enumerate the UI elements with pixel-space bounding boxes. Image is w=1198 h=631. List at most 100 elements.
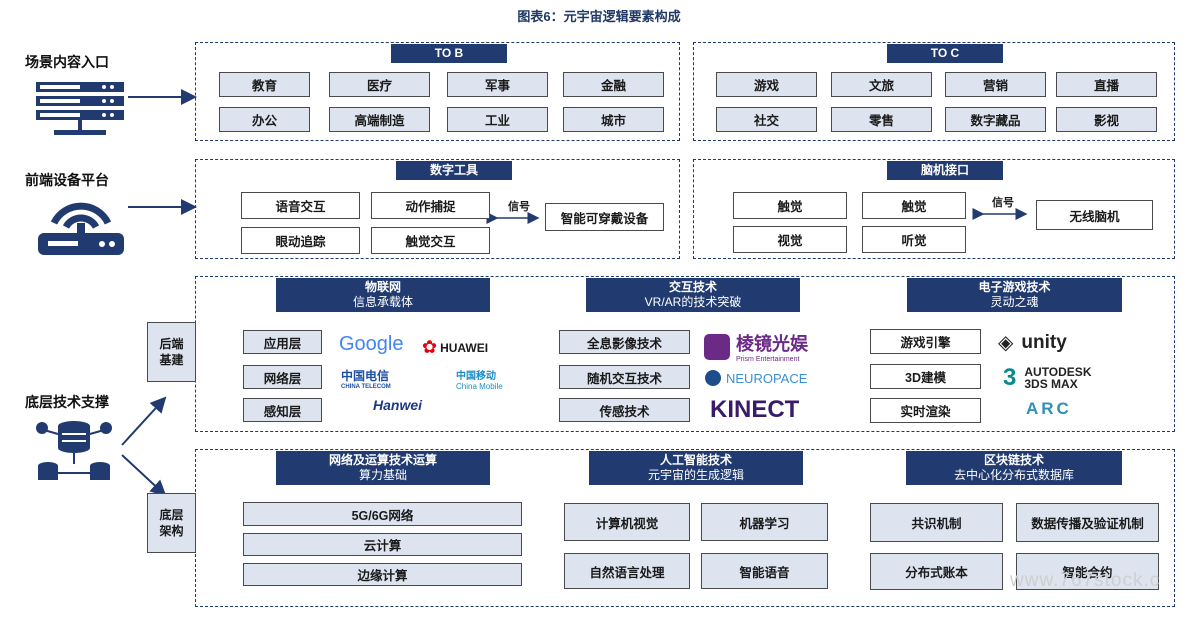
bci-item: 视觉 [733, 226, 847, 253]
telecom-cn: 中国电信 [341, 369, 390, 383]
side-text: 后端 [159, 337, 184, 351]
autodesk-line1: AUTODESK [1024, 365, 1092, 379]
interaction-item: 全息影像技术 [559, 330, 690, 354]
network-item: 边缘计算 [243, 563, 522, 586]
hanwei-wordmark: Hanwei [373, 397, 423, 413]
to-b-header: TO B [391, 44, 507, 63]
network-header: 网络及运算技术运算算力基础 [276, 451, 490, 485]
ai-item: 自然语言处理 [564, 553, 690, 589]
game-tech-item: 实时渲染 [870, 398, 981, 423]
game-tech-header: 电子游戏技术灵动之魂 [907, 278, 1122, 312]
ai-header: 人工智能技术元宇宙的生成逻辑 [589, 451, 803, 485]
to-c-item: 文旅 [831, 72, 932, 97]
iot-title: 物联网 [364, 280, 401, 294]
side-text: 基建 [159, 353, 184, 367]
digital-tool-item: 语音交互 [241, 192, 360, 219]
prism-en: Prism Entertainment [736, 356, 800, 363]
ai-item: 机器学习 [701, 503, 828, 541]
bci-header: 脑机接口 [887, 161, 1003, 180]
router-icon [38, 202, 124, 255]
google-wordmark: Google [339, 333, 404, 355]
kinect-logo: KINECT [710, 396, 799, 424]
digital-tools-header: 数字工具 [396, 161, 512, 180]
bci-item: 听觉 [862, 226, 966, 253]
scene-entry-label: 场景内容入口 [25, 54, 109, 70]
to-c-panel [693, 42, 1175, 141]
to-c-item: 营销 [945, 72, 1046, 97]
signal-label: 信号 [508, 201, 530, 213]
game-tech-subtitle: 灵动之魂 [990, 295, 1039, 309]
database-network-icon [36, 421, 112, 480]
bci-item: 触觉 [733, 192, 847, 219]
bci-item: 触觉 [862, 192, 966, 219]
to-c-item: 影视 [1056, 107, 1157, 132]
network-item: 云计算 [243, 533, 522, 556]
ai-item: 计算机视觉 [564, 503, 690, 541]
unity-logo: ◈unity [998, 331, 1067, 355]
interaction-subtitle: VR/AR的技术突破 [644, 295, 742, 309]
network-item: 5G/6G网络 [243, 502, 522, 526]
signal-label: 信号 [992, 197, 1014, 209]
blockchain-item: 分布式账本 [870, 553, 1003, 590]
google-logo: Google [339, 333, 404, 356]
interaction-title: 交互技术 [668, 280, 717, 294]
digital-tool-item: 触觉交互 [371, 227, 490, 254]
to-b-item: 城市 [563, 107, 664, 132]
page-title: 图表6：元宇宙逻辑要素构成 [517, 9, 681, 24]
backend-side-label: 后端基建 [147, 322, 196, 382]
huawei-logo: ✿HUAWEI [422, 337, 489, 357]
ai-item: 智能语音 [701, 553, 828, 589]
autodesk-line2: 3DS MAX [1024, 377, 1078, 391]
digital-tool-item: 眼动追踪 [241, 227, 360, 254]
neuropace-logo: NEUROPACE [705, 370, 807, 386]
network-title: 网络及运算技术运算 [328, 453, 437, 467]
unity-wordmark: unity [1021, 331, 1067, 353]
game-tech-item: 游戏引擎 [870, 329, 981, 354]
to-b-item: 高端制造 [329, 107, 430, 132]
china-mobile-logo: 中国移动 China Mobile [430, 367, 503, 391]
ai-subtitle: 元宇宙的生成逻辑 [647, 468, 744, 482]
to-c-item: 直播 [1056, 72, 1157, 97]
blockchain-title: 区块链技术 [983, 453, 1044, 467]
to-c-item: 社交 [716, 107, 817, 132]
to-b-item: 教育 [219, 72, 310, 97]
bci-panel [693, 159, 1175, 259]
watermark: www.767stock.c [1010, 570, 1161, 591]
to-c-item: 数字藏品 [945, 107, 1046, 132]
prism-cn: 棱镜光娱 [736, 334, 808, 354]
interaction-item: 传感技术 [559, 398, 690, 422]
huawei-wordmark: HUAWEI [440, 340, 489, 355]
blockchain-item: 共识机制 [870, 503, 1003, 542]
telecom-en: CHINA TELECOM [341, 384, 391, 390]
to-b-item: 军事 [447, 72, 548, 97]
side-text: 底层 [159, 508, 184, 522]
game-tech-item: 3D建模 [870, 364, 981, 389]
iot-layer: 网络层 [243, 365, 322, 389]
to-b-item: 金融 [563, 72, 664, 97]
to-c-item: 游戏 [716, 72, 817, 97]
ai-title: 人工智能技术 [659, 453, 732, 467]
tech-support-label: 底层技术支撑 [25, 394, 109, 410]
wireless-bci: 无线脑机 [1036, 200, 1153, 230]
autodesk-logo: 3 AUTODESK 3DS MAX [1003, 364, 1092, 391]
game-tech-title: 电子游戏技术 [978, 280, 1051, 294]
bottom-side-label: 底层架构 [147, 493, 196, 553]
wearable-device: 智能可穿戴设备 [545, 203, 664, 231]
network-subtitle: 算力基础 [358, 468, 407, 482]
to-b-panel [195, 42, 680, 141]
blockchain-subtitle: 去中心化分布式数据库 [953, 468, 1074, 482]
interaction-item: 随机交互技术 [559, 365, 690, 389]
neuropace-wordmark: NEUROPACE [726, 370, 808, 386]
iot-header: 物联网信息承载体 [276, 278, 490, 312]
to-c-header: TO C [887, 44, 1003, 63]
blockchain-header: 区块链技术去中心化分布式数据库 [906, 451, 1122, 485]
blockchain-item: 数据传播及验证机制 [1016, 503, 1159, 542]
mobile-cn: 中国移动 [456, 371, 496, 382]
to-c-item: 零售 [831, 107, 932, 132]
iot-layer: 应用层 [243, 330, 322, 354]
device-platform-label: 前端设备平台 [25, 172, 109, 188]
blockchain-item: 智能合约 [1016, 553, 1159, 590]
iot-layer: 感知层 [243, 398, 322, 422]
server-icon [36, 82, 124, 135]
